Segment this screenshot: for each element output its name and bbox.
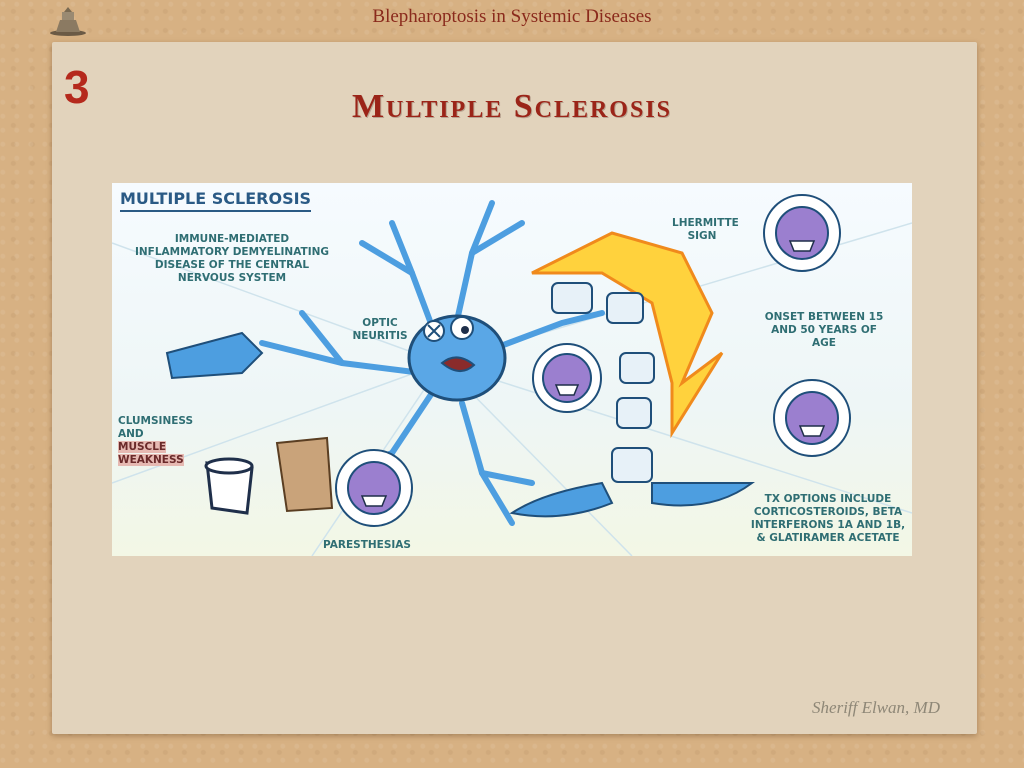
treatment-options-label: TX OPTIONS INCLUDE CORTICOSTEROIDS, BETA… [750, 493, 906, 544]
slide-number: 3 [64, 61, 90, 113]
weakness-text: WEAKNESS [118, 454, 184, 466]
paresthesias-label: PARESTHESIAS [323, 539, 411, 551]
presentation-title: Blepharoptosis in Systemic Diseases [372, 6, 652, 27]
author-signature: Sheriff Elwan, MD [812, 698, 940, 717]
ms-illustration: MULTIPLE SCLEROSIS IMMUNE-MEDIATED INFLA… [112, 183, 912, 556]
logo-icon [48, 6, 88, 38]
clumsiness-text: CLUMSINESS AND [118, 415, 194, 440]
lhermitte-sign-label: LHERMITTE SIGN [672, 217, 739, 242]
illustration-title: MULTIPLE SCLEROSIS [120, 189, 312, 212]
optic-neuritis-label: OPTIC NEURITIS [352, 317, 408, 342]
slide-title: Multiple Sclerosis [351, 88, 673, 125]
muscle-text: MUSCLE [118, 441, 167, 453]
definition-label: IMMUNE-MEDIATED INFLAMMATORY DEMYELINATI… [134, 233, 330, 284]
clumsiness-label: CLUMSINESS AND MUSCLE WEAKNESS [118, 415, 198, 467]
onset-label: ONSET BETWEEN 15 AND 50 YEARS OF AGE [764, 311, 884, 349]
